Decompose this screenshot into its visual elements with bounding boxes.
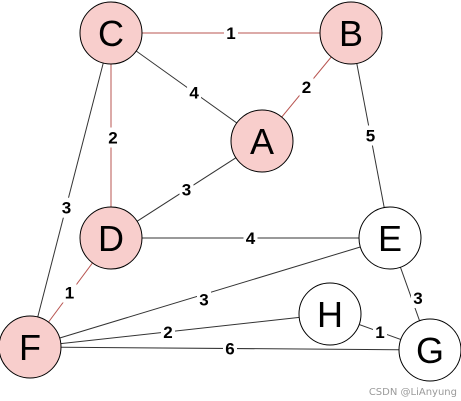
node-label: B: [339, 13, 363, 54]
edge-label-bg: [179, 179, 194, 200]
node-e: E: [358, 206, 422, 270]
edge-f-h: [29, 313, 331, 348]
edge-labels-layer: 1 4 2 2 3 5 3 4 1 3 2 1 3 6: [59, 23, 425, 359]
edge-label-bg: [373, 322, 387, 342]
node-label: G: [416, 330, 444, 371]
edge-weight-c-a: 4: [189, 83, 199, 102]
node-f: F: [0, 315, 62, 379]
nodes-layer: C B A D E F H G: [0, 1, 461, 382]
node-circle: [319, 1, 383, 65]
watermark: CSDN @LiAnyung: [369, 387, 457, 398]
node-d: D: [79, 206, 143, 270]
edges-layer: [29, 32, 431, 351]
node-circle: [298, 282, 362, 346]
edge-label-bg: [223, 338, 237, 359]
edge-weight-f-g: 6: [225, 340, 234, 359]
edge-label-bg: [59, 197, 74, 218]
edge-label-bg: [363, 125, 378, 146]
node-circle: [358, 206, 422, 270]
edge-weight-f-e: 3: [199, 291, 208, 310]
node-c: C: [79, 1, 143, 65]
edge-weight-h-g: 1: [375, 323, 384, 342]
edge-weight-d-f: 1: [65, 284, 74, 303]
edge-weight-c-f: 3: [62, 199, 71, 218]
node-label: A: [250, 121, 274, 162]
edge-label-bg: [243, 228, 258, 248]
node-circle: [79, 206, 143, 270]
edge-label-bg: [187, 82, 202, 103]
edge-weight-c-d: 2: [108, 129, 117, 148]
edge-label-bg: [106, 127, 120, 148]
node-label: D: [98, 218, 124, 259]
node-label: H: [317, 294, 343, 335]
edge-weight-e-g: 3: [413, 289, 422, 308]
node-label: F: [19, 327, 41, 368]
node-circle: [230, 109, 294, 173]
edge-weight-d-e: 4: [246, 229, 256, 248]
edge-weight-f-h: 2: [163, 323, 172, 342]
node-circle: [79, 1, 143, 65]
edge-label-bg: [197, 289, 211, 310]
edge-weight-b-e: 5: [366, 127, 375, 146]
edge-label-bg: [299, 77, 314, 97]
edge-weight-c-b: 1: [226, 24, 235, 43]
node-g: G: [398, 318, 461, 382]
edge-label-bg: [411, 288, 425, 308]
edge-c-f: [29, 32, 112, 348]
node-circle: [0, 315, 62, 379]
node-label: C: [98, 13, 124, 54]
edge-weight-a-d: 3: [182, 181, 191, 200]
edge-label-bg: [161, 321, 175, 342]
node-h: H: [298, 282, 362, 346]
edge-label-bg: [62, 282, 77, 303]
edge-weight-b-a: 2: [302, 78, 311, 97]
node-circle: [398, 318, 461, 382]
edge-label-bg: [224, 23, 238, 43]
node-label: E: [378, 218, 402, 259]
node-a: A: [230, 109, 294, 173]
node-b: B: [319, 1, 383, 65]
